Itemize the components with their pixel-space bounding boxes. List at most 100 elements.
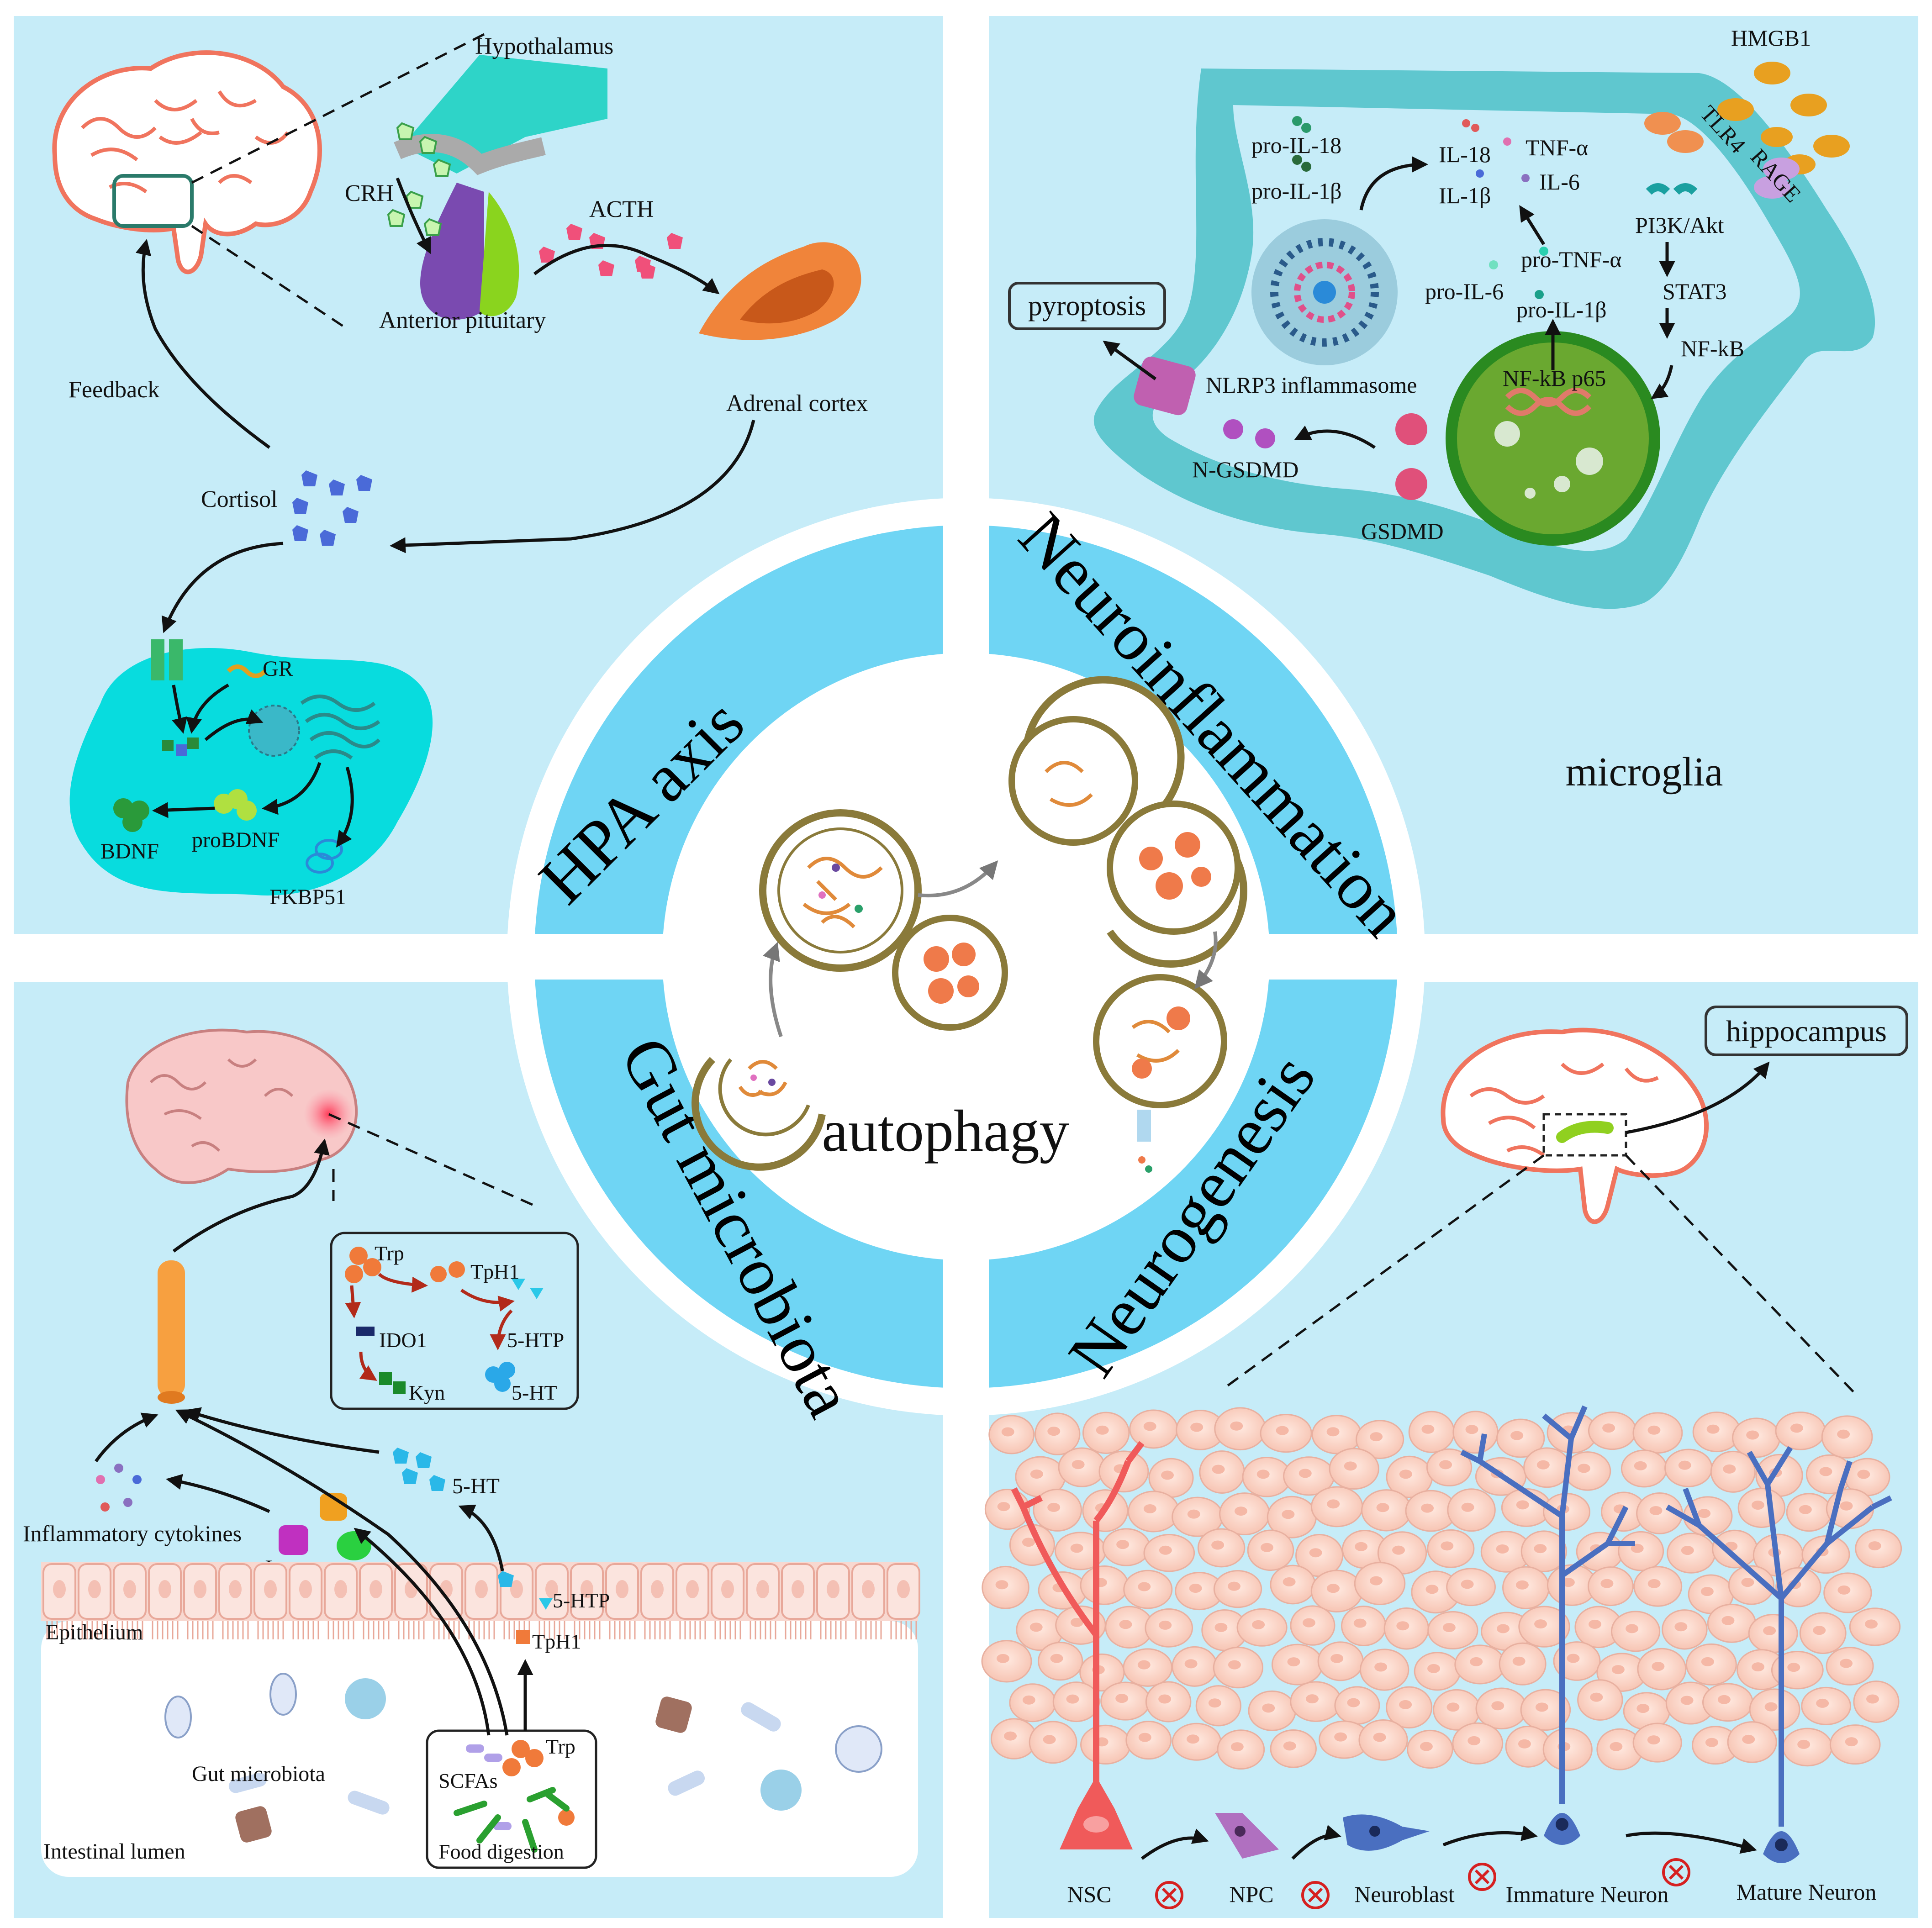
epithelial-nucleus [88,1580,101,1598]
tissue-cell-nucleus [1680,1696,1694,1705]
nlrp3-label: NLRP3 inflammasome [1206,372,1417,398]
adrenal-gland [699,242,861,340]
5htp-molecules [512,1279,544,1299]
tissue-cell-nucleus [1491,1701,1504,1711]
inhibit-cross [1161,1887,1177,1903]
tissue-cell-nucleus [1047,1502,1061,1512]
tissue-cell-nucleus [1589,1619,1602,1629]
tissue-cell-nucleus [1439,1460,1452,1470]
tissue-cell-nucleus [1512,1656,1526,1666]
tissue-cell-nucleus [1837,1585,1851,1595]
tissue-cell-nucleus [1159,1545,1172,1555]
tissue-cell-nucleus [1211,1540,1225,1550]
il6-label: IL-6 [1539,169,1580,195]
hpa-brain [52,50,322,274]
tissue-cell-nucleus [1327,1499,1340,1509]
epithelial-nucleus [721,1580,734,1598]
tissue-cell-nucleus [1137,1660,1151,1670]
5ht-label: 5-HT [452,1474,500,1498]
tissue-cell-nucleus [1746,1430,1759,1440]
tissue-cell-nucleus [1465,1425,1478,1434]
tissue-cell-nucleus [1184,1659,1198,1669]
inhibit-circle [1468,1863,1496,1891]
epithelial-nucleus [756,1580,769,1598]
gut-microbes [164,1673,882,1843]
tissue-cell-nucleus [1742,1734,1755,1744]
stage-nsc-label: NSC [1067,1881,1111,1907]
box-5htp-label: 5-HTP [507,1328,564,1352]
box-5ht-label: 5-HT [512,1381,557,1404]
tissue-cell-nucleus [1590,1692,1603,1702]
tissue-cell-nucleus [1159,1620,1172,1630]
tissue-cell-nucleus [1706,1424,1720,1434]
tissue-cell-nucleus [1741,1578,1754,1587]
5htp-low-label: 5-HTP [553,1589,610,1612]
pro-il18-label: pro-IL-18 [1251,132,1341,158]
tissue-cell-nucleus [1763,1626,1776,1635]
hypothalamus-label: Hypothalamus [475,33,613,59]
tissue-cell-nucleus [1305,1694,1319,1704]
epithelial-nucleus [334,1580,347,1598]
pro-il6-label: pro-IL-6 [1425,279,1504,304]
tissue-cell-nucleus [1047,1427,1061,1436]
epithelial-nucleus [475,1580,488,1598]
tissue-cell-nucleus [1816,1698,1829,1708]
food-digestion-box [426,1729,597,1869]
stage-npc-label: NPC [1229,1881,1273,1907]
tissue-cell-nucleus [1751,1500,1764,1510]
box-ido1-label: IDO1 [379,1328,427,1352]
tissue-cell-nucleus [1334,1732,1347,1742]
anterior-pituitary-label: Anterior pituitary [379,307,546,333]
epithelial-nucleus [370,1580,382,1598]
nlrp3-inflammasome-icon [1251,219,1398,365]
neuro-zoom-right [1625,1154,1855,1394]
tissue-cell-nucleus [1302,1618,1315,1628]
tissue-cell-nucleus [1441,1541,1454,1551]
acth-label: ACTH [589,196,654,222]
stage-mature-neuron-label: Mature Neuron [1737,1879,1877,1905]
pyroptosis-box [1008,282,1166,330]
tissue-cell-nucleus [1636,1704,1650,1713]
tissue-cell-nucleus [1119,1620,1132,1629]
nfkb-label: NF-kB [1681,336,1744,361]
tissue-cell-nucleus [1138,1733,1151,1742]
tissue-cell-nucleus [1070,1617,1083,1627]
neuro-brain [1441,1027,1709,1224]
tissue-cell-nucleus [1001,1427,1014,1437]
tissue-cell-nucleus [1187,1509,1200,1519]
membrane-pore [1134,356,1196,416]
tissue-cell-nucleus [1283,1741,1296,1751]
tissue-cell-nucleus [1799,1505,1812,1514]
tissue-cell-nucleus [1790,1423,1803,1433]
hmgb1-label: HMGB1 [1731,25,1811,51]
tissue-cell-nucleus [1534,1619,1547,1629]
bdnf-label: BDNF [100,839,159,864]
tissue-cell-nucleus [1857,1470,1870,1479]
tissue-cell-nucleus [1470,1657,1483,1666]
tissue-cell-nucleus [1138,1582,1151,1591]
box-tph1-label: TpH1 [470,1260,519,1283]
box-kyn-label: Kyn [409,1381,445,1404]
pro-tnfa-label: pro-TNF-α [1521,247,1622,272]
pi3k-akt-label: PI3K/Akt [1635,212,1724,238]
tissue-cell-nucleus [1004,1731,1017,1741]
tissue-cell-nucleus [995,1580,1008,1590]
epithelium-label: Epithelium [46,1620,143,1644]
tissue-cell-nucleus [1344,1461,1357,1471]
tissue-cell-nucleus [1515,1580,1529,1590]
hippocampus-box [1705,1006,1908,1056]
stat3-label: STAT3 [1663,279,1726,304]
tissue-cell-nucleus [1370,1432,1383,1442]
immunocyte-cells [279,1493,371,1560]
tph1-low-label: TpH1 [532,1630,581,1653]
epithelial-nucleus [510,1580,523,1598]
inhibit-cross [1308,1887,1323,1903]
epithelial-nucleus [158,1580,171,1598]
n-gsdmd-label: N-GSDMD [1192,457,1299,482]
kyn-molecules [379,1372,406,1394]
tissue-cell-nucleus [1392,1545,1405,1555]
tissue-cell-nucleus [1602,1423,1615,1433]
tissue-cell-nucleus [1299,1469,1312,1478]
tissue-cell-nucleus [1228,1581,1241,1591]
